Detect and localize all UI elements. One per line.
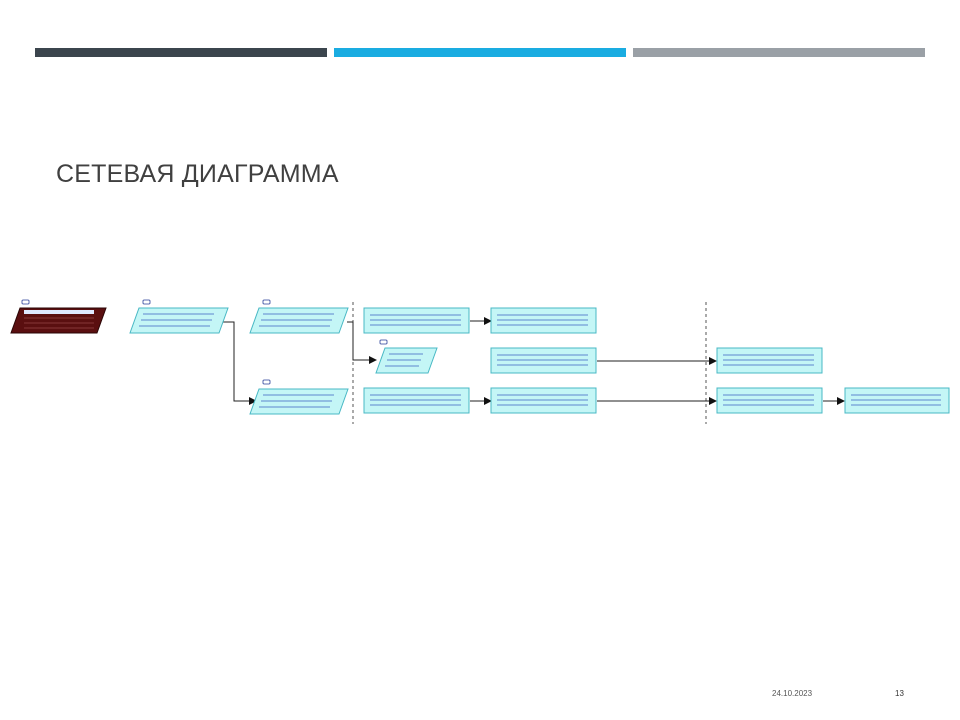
collapse-toggle-icon (142, 299, 151, 305)
task-node (490, 347, 597, 374)
slide-title: СЕТЕВАЯ ДИАГРАММА (56, 160, 339, 188)
connector-arrow (222, 321, 257, 405)
slide-page-number: 13 (895, 689, 904, 698)
summary-node (249, 388, 349, 415)
task-node (716, 387, 823, 414)
task-node (490, 387, 597, 414)
summary-node (375, 347, 438, 374)
task-node (363, 307, 470, 334)
task-node (490, 307, 597, 334)
header-bar-blue (334, 48, 626, 57)
summary-node (129, 307, 229, 334)
collapse-toggle-icon (379, 339, 388, 345)
summary-node (249, 307, 349, 334)
task-node (716, 347, 823, 374)
slide-date: 24.10.2023 (772, 689, 813, 698)
task-node (363, 387, 470, 414)
connector-arrow (347, 321, 377, 364)
collapse-toggle-icon (262, 379, 271, 385)
task-node (844, 387, 950, 414)
collapse-toggle-icon (262, 299, 271, 305)
header-bar-dark (35, 48, 327, 57)
summary-node (10, 307, 107, 334)
collapse-toggle-icon (21, 299, 30, 305)
header-bar-gray (633, 48, 925, 57)
